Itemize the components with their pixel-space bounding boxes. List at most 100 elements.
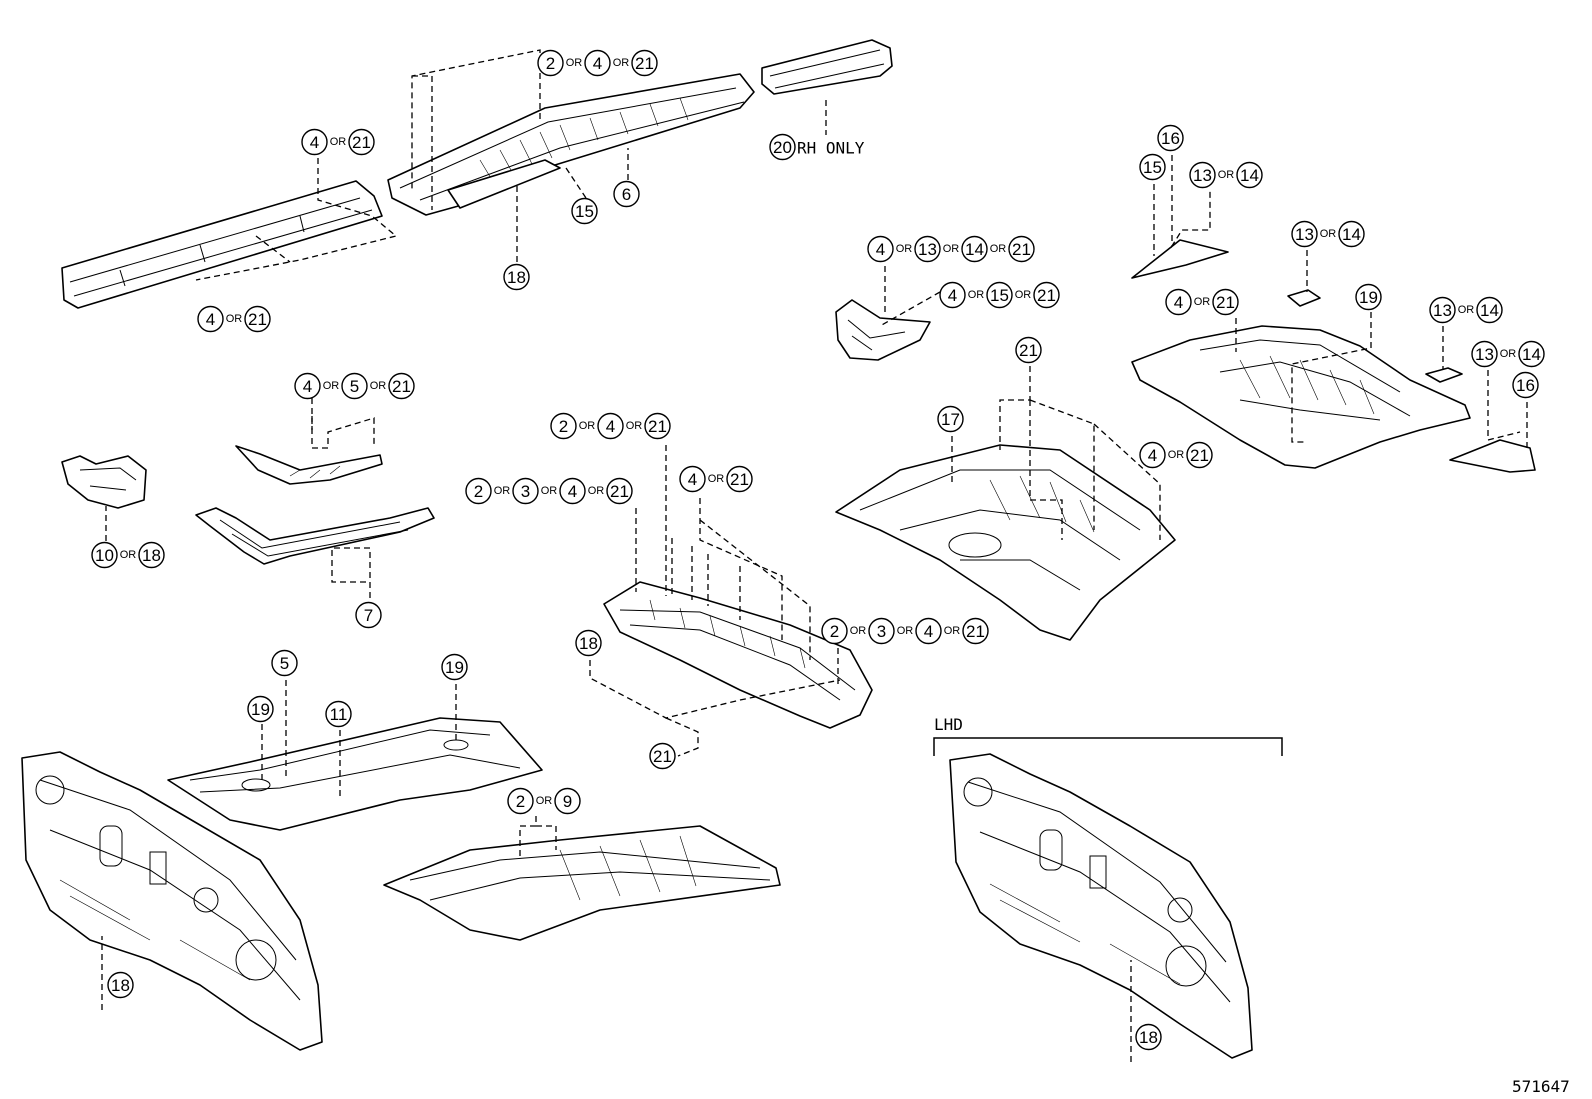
part-number-circle bbox=[1236, 161, 1263, 189]
part-number: 21 bbox=[352, 133, 371, 152]
callout-18[interactable]: 18 bbox=[1135, 1023, 1162, 1051]
gusset-part[interactable] bbox=[835, 299, 931, 361]
or-connector: OR bbox=[943, 243, 960, 255]
callout-7[interactable]: 7 bbox=[355, 601, 382, 629]
or-connector: OR bbox=[1168, 449, 1185, 461]
callout-19[interactable]: 19 bbox=[247, 695, 274, 723]
part-number: 21 bbox=[1216, 293, 1235, 312]
callout-19[interactable]: 19 bbox=[1355, 283, 1382, 311]
part-number: 21 bbox=[730, 470, 749, 489]
part-number: 2 bbox=[474, 482, 483, 501]
part-number-circle bbox=[1015, 336, 1042, 364]
callout-15[interactable]: 15 bbox=[1139, 153, 1166, 181]
bracket-lower-part[interactable] bbox=[1449, 439, 1536, 473]
rail-extension-part[interactable] bbox=[761, 39, 893, 95]
part-number-circle bbox=[584, 49, 611, 77]
or-connector: OR bbox=[370, 380, 387, 392]
callout-17[interactable]: 17 bbox=[937, 405, 964, 433]
or-connector: OR bbox=[330, 136, 347, 148]
part-number: 18 bbox=[111, 976, 130, 995]
or-connector: OR bbox=[850, 625, 867, 637]
part-number-circle bbox=[1139, 441, 1166, 469]
callout-6[interactable]: 6 bbox=[613, 180, 640, 208]
callout-21[interactable]: 21 bbox=[1015, 336, 1042, 364]
side-rail-part[interactable] bbox=[61, 180, 383, 309]
part-number: 21 bbox=[966, 622, 985, 641]
rocker-rail-part[interactable] bbox=[387, 73, 755, 216]
part-number: 16 bbox=[1516, 376, 1535, 395]
or-connector: OR bbox=[1458, 304, 1475, 316]
callout-11[interactable]: 11 bbox=[325, 700, 352, 728]
part-number: 13 bbox=[918, 240, 937, 259]
or-connector: OR bbox=[896, 243, 913, 255]
part-number: 21 bbox=[392, 377, 411, 396]
part-number: 19 bbox=[445, 658, 464, 677]
part-number: 2 bbox=[559, 417, 568, 436]
or-connector: OR bbox=[1320, 228, 1337, 240]
callout-5[interactable]: 5 bbox=[271, 649, 298, 677]
part-number: 4 bbox=[593, 54, 602, 73]
part-number: 4 bbox=[1174, 293, 1183, 312]
reinforcement-lower-part[interactable] bbox=[195, 507, 435, 565]
callout-18[interactable]: 18 bbox=[503, 263, 530, 291]
dash-panel-left-part[interactable] bbox=[21, 751, 323, 1051]
callout-21[interactable]: 21 bbox=[649, 742, 676, 770]
lhd-bracket bbox=[933, 737, 1283, 756]
callout-suffix: RH ONLY bbox=[797, 139, 865, 158]
or-connector: OR bbox=[708, 473, 725, 485]
bracket-upper-part[interactable] bbox=[1131, 239, 1229, 279]
part-number: 3 bbox=[521, 482, 530, 501]
part-number-circle bbox=[554, 787, 581, 815]
bracket-small-part[interactable] bbox=[1287, 289, 1321, 307]
part-number: 5 bbox=[350, 377, 359, 396]
part-number: 4 bbox=[606, 417, 615, 436]
callout-19[interactable]: 19 bbox=[441, 653, 468, 681]
callout-18[interactable]: 18 bbox=[107, 971, 134, 999]
callout-16[interactable]: 16 bbox=[1512, 371, 1539, 399]
or-connector: OR bbox=[541, 485, 558, 497]
or-connector: OR bbox=[536, 795, 553, 807]
part-number-circle bbox=[1476, 296, 1503, 324]
tunnel-floor-part[interactable] bbox=[383, 825, 781, 941]
part-number: 4 bbox=[568, 482, 577, 501]
callout-15[interactable]: 15 bbox=[571, 197, 598, 225]
reinforcement-upper-part[interactable] bbox=[235, 445, 383, 485]
brace-part[interactable] bbox=[61, 455, 147, 509]
callout-18[interactable]: 18 bbox=[575, 629, 602, 657]
or-connector: OR bbox=[323, 380, 340, 392]
or-connector: OR bbox=[1218, 169, 1235, 181]
or-connector: OR bbox=[613, 57, 630, 69]
part-number-circle bbox=[537, 49, 564, 77]
or-connector: OR bbox=[494, 485, 511, 497]
rear-floor-pan-part[interactable] bbox=[1131, 325, 1471, 469]
bracket-side-part[interactable] bbox=[1425, 367, 1463, 383]
part-number: 21 bbox=[1019, 341, 1038, 360]
center-floor-part[interactable] bbox=[167, 717, 543, 831]
callout-16[interactable]: 16 bbox=[1157, 124, 1184, 152]
dash-panel-right-part[interactable] bbox=[949, 753, 1253, 1059]
part-number: 21 bbox=[1012, 240, 1031, 259]
part-number-circle bbox=[1189, 161, 1216, 189]
part-number-circle bbox=[1471, 340, 1498, 368]
front-floor-pan-part[interactable] bbox=[835, 444, 1176, 641]
cross-member-part[interactable] bbox=[603, 581, 873, 729]
